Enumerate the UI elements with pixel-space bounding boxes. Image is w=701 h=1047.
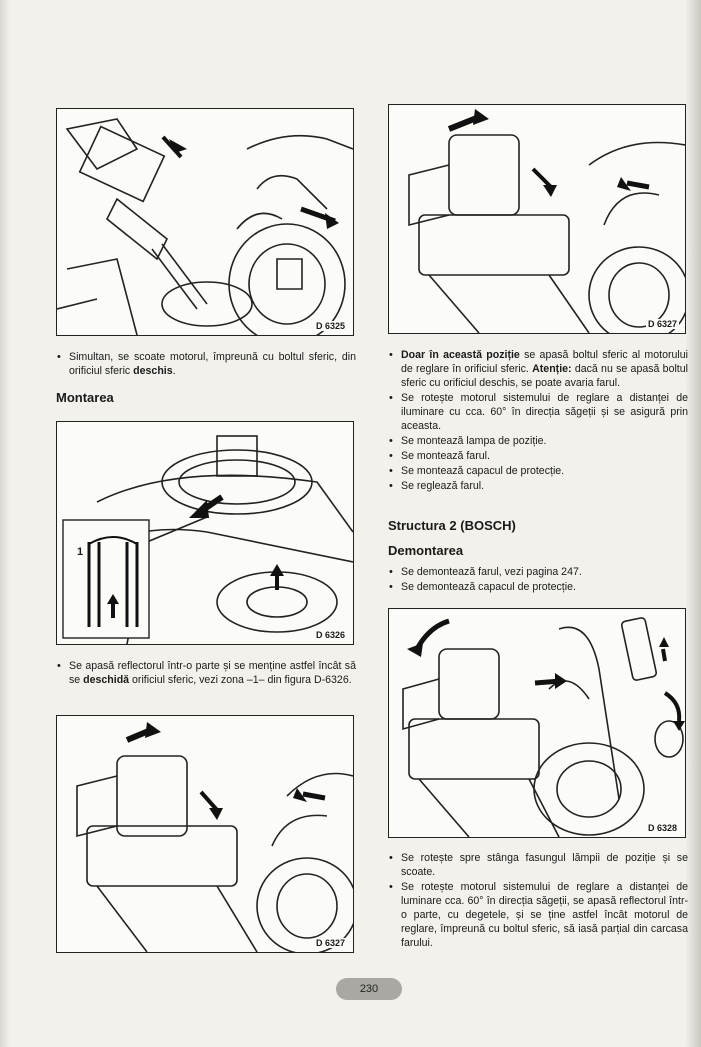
figure-label: D 6327	[313, 938, 347, 948]
figure-label: D 6326	[313, 630, 347, 640]
list-item: Se apasă reflectorul într-o parte și se …	[56, 659, 356, 687]
heading-montarea: Montarea	[56, 390, 114, 405]
step-simultan: Simultan, se scoate motorul, împreună cu…	[56, 350, 356, 379]
steps-montare-right: Doar în această poziție se apasă boltul …	[388, 348, 688, 494]
heading-demontarea: Demontarea	[388, 543, 464, 558]
list-item: Se montează lampa de poziție.	[388, 434, 688, 448]
figure-label: D 6328	[645, 823, 679, 833]
steps-demontare: Se demontează farul, vezi pagina 247. Se…	[388, 565, 688, 595]
list-item: Se montează capacul de protecție.	[388, 464, 688, 478]
list-item: Simultan, se scoate motorul, împreună cu…	[56, 350, 356, 378]
heading-structura-bosch: Structura 2 (BOSCH)	[388, 518, 516, 533]
list-item: Se demontează capacul de protecție.	[388, 580, 688, 594]
list-item: Se rotește spre stânga fasungul lămpii d…	[388, 851, 688, 879]
page-edge-left	[0, 0, 10, 1047]
illustration-reflector-open	[62, 435, 353, 644]
figure-label: D 6327	[645, 319, 679, 329]
illustration-motor-insert	[76, 722, 353, 952]
list-item: Se demontează farul, vezi pagina 247.	[388, 565, 688, 579]
page-number: 230	[336, 978, 402, 1000]
figure-d6328: D 6328	[388, 608, 686, 838]
illustration-motor-removal	[57, 118, 353, 335]
callout-zone-1: 1	[77, 546, 84, 558]
page-edge-right	[685, 0, 701, 1047]
list-item: Se montează farul.	[388, 449, 688, 463]
step-apasa-reflector: Se apasă reflectorul într-o parte și se …	[56, 659, 356, 688]
list-item: Se rotește motorul sistemului de reglare…	[388, 391, 688, 433]
figure-d6327-upper: D 6327	[388, 104, 686, 334]
figure-d6327-lower: D 6327	[56, 715, 354, 953]
figure-label: D 6325	[313, 321, 347, 331]
list-item: Se rotește motorul sistemului de reglare…	[388, 880, 688, 950]
figure-d6325: D 6325	[56, 108, 354, 336]
steps-bosch: Se rotește spre stânga fasungul lămpii d…	[388, 851, 688, 951]
illustration-bosch-removal	[402, 617, 685, 837]
list-item: Se reglează farul.	[388, 479, 688, 493]
figure-d6326: 1 D 6326	[56, 421, 354, 645]
illustration-motor-position	[408, 109, 685, 333]
list-item: Doar în această poziție se apasă boltul …	[388, 348, 688, 390]
